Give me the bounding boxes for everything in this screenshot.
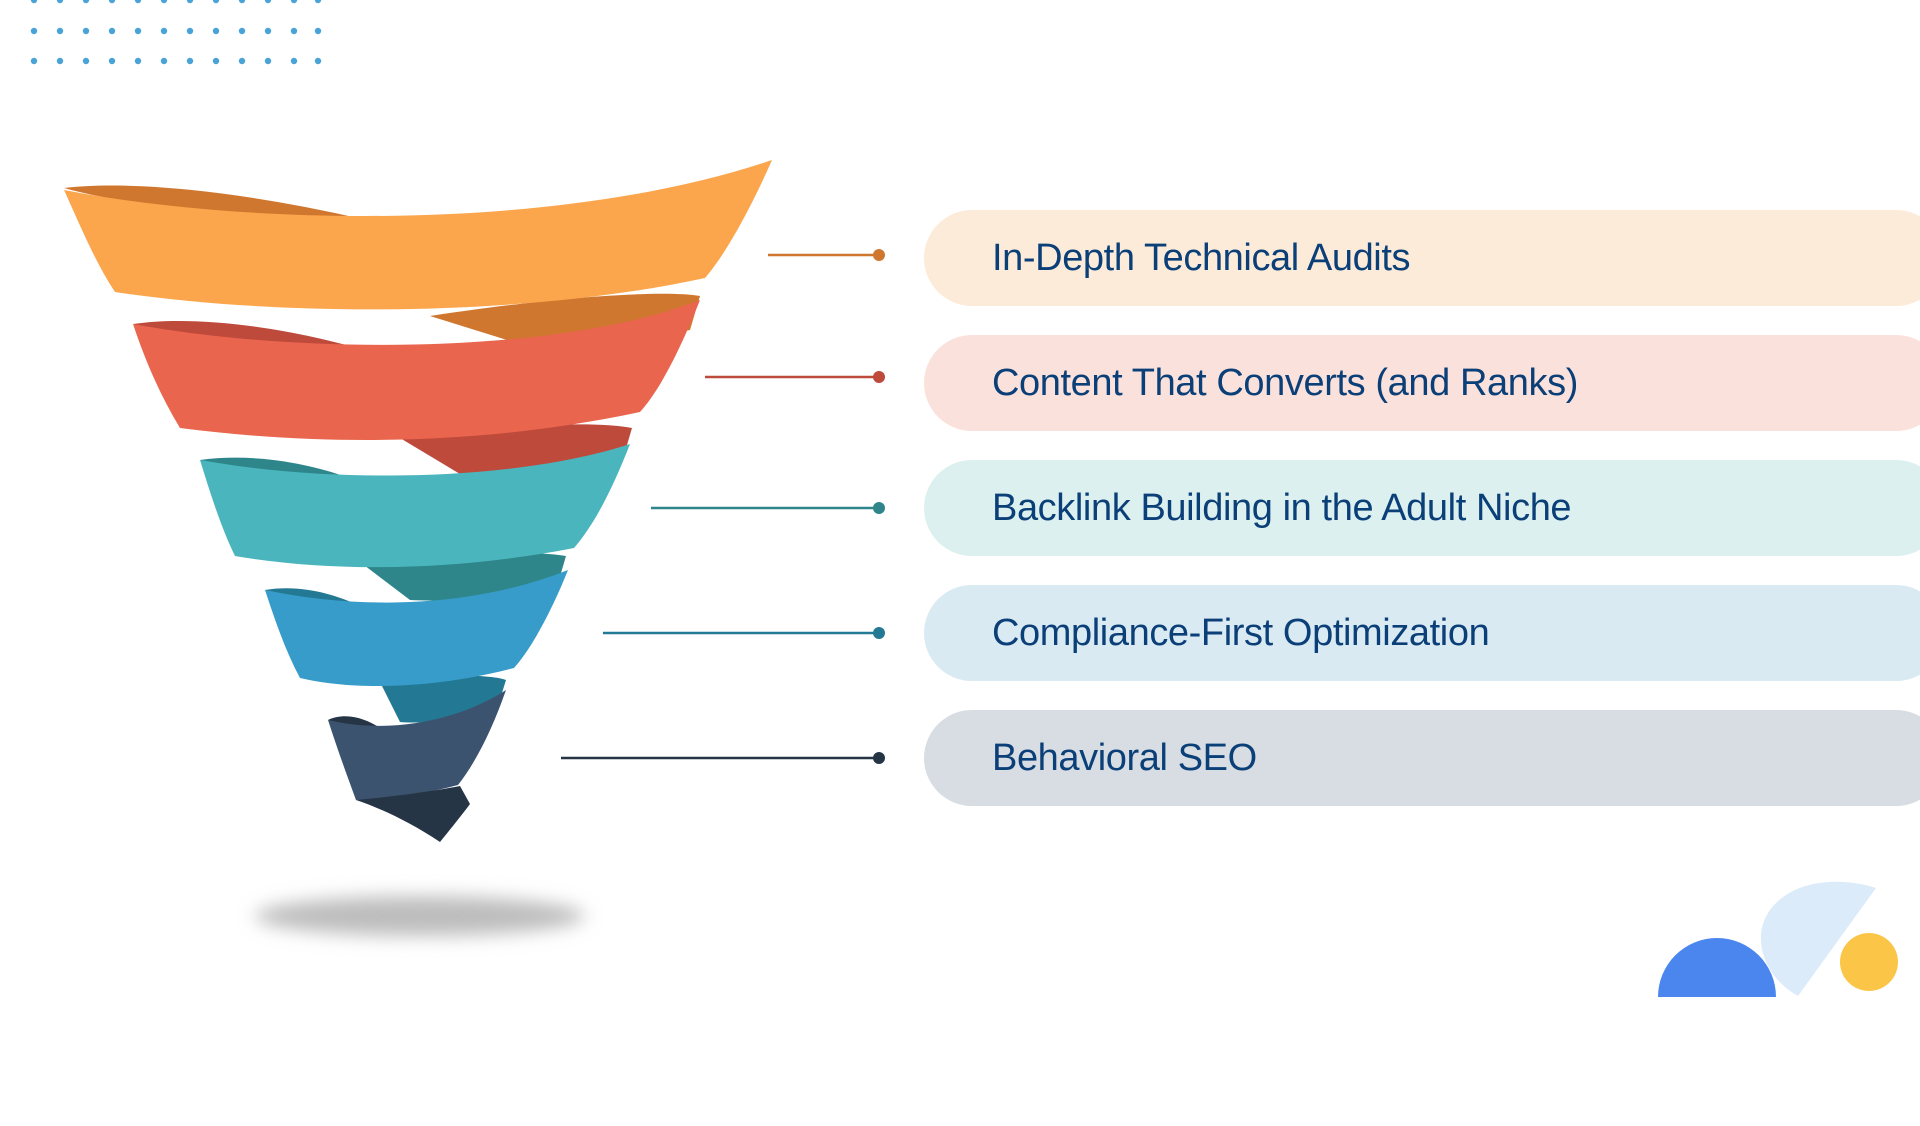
funnel-stage-pill-5: Behavioral SEO — [924, 710, 1920, 806]
funnel-band-5-back — [328, 716, 380, 728]
decoration-dot — [56, 57, 64, 65]
decoration-dot — [212, 57, 220, 65]
decoration-dot — [134, 57, 142, 65]
funnel-stage-label-3: Backlink Building in the Adult Niche — [992, 486, 1572, 529]
funnel-shadow — [255, 896, 585, 936]
decoration-dot — [290, 57, 298, 65]
decoration-dot — [30, 57, 38, 65]
funnel-band-5 — [328, 690, 506, 800]
decoration-dot — [56, 0, 64, 4]
decoration-dot — [264, 0, 272, 4]
decoration-dot — [160, 57, 168, 65]
funnel-tip — [356, 786, 470, 842]
light-blue-decoration — [1760, 881, 1876, 996]
connector-dot-4 — [873, 627, 885, 639]
decoration-dot — [264, 57, 272, 65]
decoration-dot — [186, 57, 194, 65]
decoration-dot — [56, 27, 64, 35]
connector-dot-1 — [873, 249, 885, 261]
connector-dot-2 — [873, 371, 885, 383]
decoration-dot — [160, 0, 168, 4]
decoration-dot — [160, 27, 168, 35]
decoration-dot — [82, 27, 90, 35]
dot-grid-decoration — [30, 0, 322, 65]
funnel-band-1 — [64, 160, 772, 310]
decoration-dot — [238, 0, 246, 4]
decoration-dot — [290, 0, 298, 4]
funnel-stage-pill-3: Backlink Building in the Adult Niche — [924, 460, 1920, 556]
decoration-dot — [108, 0, 116, 4]
funnel-stage-label-1: In-Depth Technical Audits — [992, 236, 1411, 279]
decoration-dot — [82, 0, 90, 4]
funnel-stage-label-5: Behavioral SEO — [992, 736, 1257, 779]
decoration-dot — [212, 0, 220, 4]
funnel-stage-label-2: Content That Converts (and Ranks) — [992, 361, 1578, 404]
decoration-dot — [186, 27, 194, 35]
funnel-stage-pill-1: In-Depth Technical Audits — [924, 210, 1920, 306]
funnel-stage-pill-4: Compliance-First Optimization — [924, 585, 1920, 681]
decoration-dot — [290, 27, 298, 35]
funnel-stage-label-4: Compliance-First Optimization — [992, 611, 1490, 654]
connector-dot-3 — [873, 502, 885, 514]
funnel-band-4 — [265, 570, 568, 687]
decoration-dot — [108, 27, 116, 35]
yellow-circle-decoration — [1840, 933, 1898, 991]
decoration-dot — [186, 0, 194, 4]
decoration-dot — [30, 27, 38, 35]
connector-dot-5 — [873, 752, 885, 764]
decoration-dot — [238, 57, 246, 65]
decoration-dot — [314, 57, 322, 65]
decoration-dot — [314, 0, 322, 4]
decoration-dot — [108, 57, 116, 65]
decoration-dot — [134, 0, 142, 4]
funnel-band-3 — [200, 444, 630, 568]
funnel-stage-pill-2: Content That Converts (and Ranks) — [924, 335, 1920, 431]
decoration-dot — [134, 27, 142, 35]
blue-semicircle-decoration — [1658, 938, 1776, 997]
decoration-dot — [314, 27, 322, 35]
decoration-dot — [212, 27, 220, 35]
funnel-band-2 — [133, 300, 700, 440]
decoration-dot — [264, 27, 272, 35]
decoration-dot — [82, 57, 90, 65]
decoration-dot — [238, 27, 246, 35]
decoration-dot — [30, 0, 38, 4]
